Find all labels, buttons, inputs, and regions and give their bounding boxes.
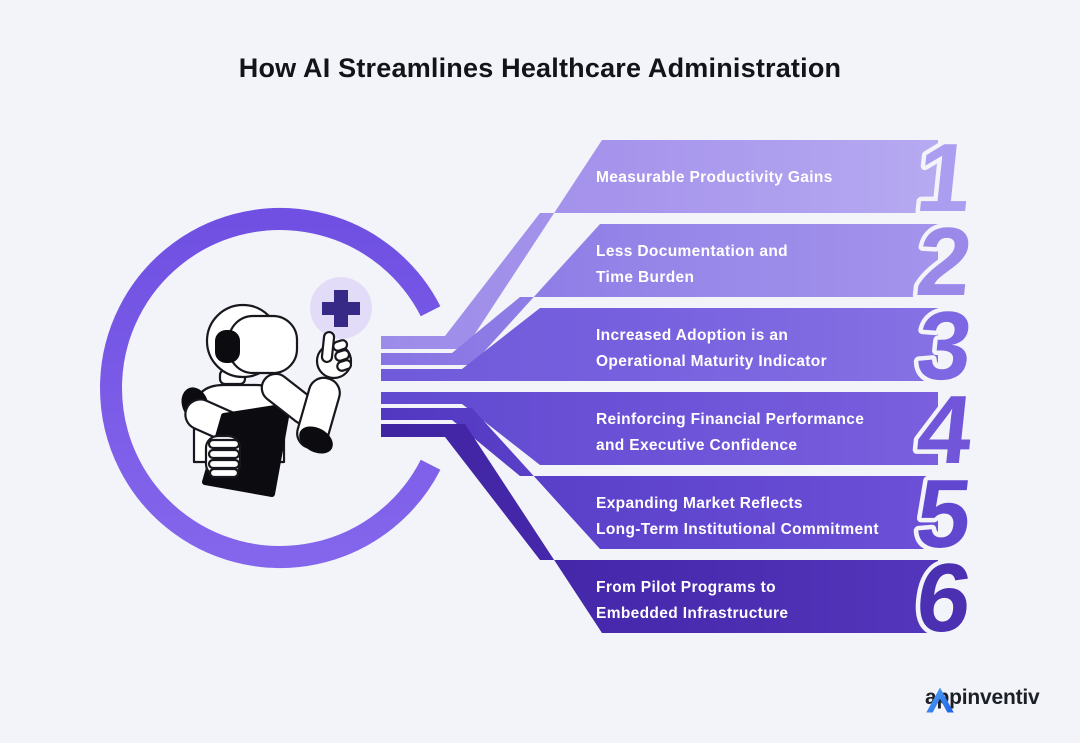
robot-illustration [181,277,372,497]
ribbon-4: Reinforcing Financial Performance and Ex… [381,371,982,488]
ribbon-5-number: 5 [911,459,976,568]
ribbon-2-label-line1: Less Documentation and [596,243,788,260]
robot-grip-finger [208,467,240,479]
ribbon-3-number: 3 [912,291,977,400]
brand-logo: appinventiv [925,686,1040,713]
ribbon-4-label-line2: and Executive Confidence [596,437,797,454]
ribbon-1: Measurable Productivity Gains 1 [381,119,982,349]
ribbon-5: Expanding Market Reflects Long-Term Inst… [381,408,981,572]
robot-knuckle [336,359,353,372]
robot-elbow-cuff [299,426,333,454]
robot-knuckle [334,349,351,362]
ribbon-6-number: 6 [912,543,977,652]
ribbon-5-label-line1: Expanding Market Reflects [596,495,803,512]
ribbon-3-shape [381,308,938,381]
brand-name: appinventiv [925,686,1040,709]
ribbon-3: Increased Adoption is an Operational Mat… [381,287,982,404]
ribbon-2-shape [381,224,938,365]
ribbon-2-label-line2: Time Burden [596,269,694,286]
ribbon-1-label-line1: Measurable Productivity Gains [596,169,833,186]
ribbon-5-shape [381,408,938,549]
ribbon-fan: Measurable Productivity Gains 1 Less Doc… [381,119,982,656]
ribbon-6-label-line1: From Pilot Programs to [596,579,776,596]
ribbon-1-number: 1 [912,123,977,232]
plus-badge [310,277,372,339]
ribbon-6-label-line2: Embedded Infrastructure [596,605,788,622]
ribbon-1-shape [381,140,938,349]
robot-grip-finger [207,448,241,460]
ribbon-4-label-line1: Reinforcing Financial Performance [596,411,864,428]
robot-eye-visor [215,330,240,363]
ribbon-4-shape [381,392,938,465]
circle-ring-icon [100,208,441,568]
ribbon-5-label-line2: Long-Term Institutional Commitment [596,521,879,538]
ribbon-3-label-line1: Increased Adoption is an [596,327,788,344]
page-title: How AI Streamlines Healthcare Administra… [238,53,842,83]
robot-grip-finger [207,458,241,470]
appinventiv-triangle-icon [926,687,954,713]
ribbon-6-shape [381,424,938,633]
robot-grip-finger [207,438,241,450]
robot-knuckle [332,339,349,352]
plus-icon [322,290,360,327]
ribbon-3-label-line2: Operational Maturity Indicator [596,353,827,370]
